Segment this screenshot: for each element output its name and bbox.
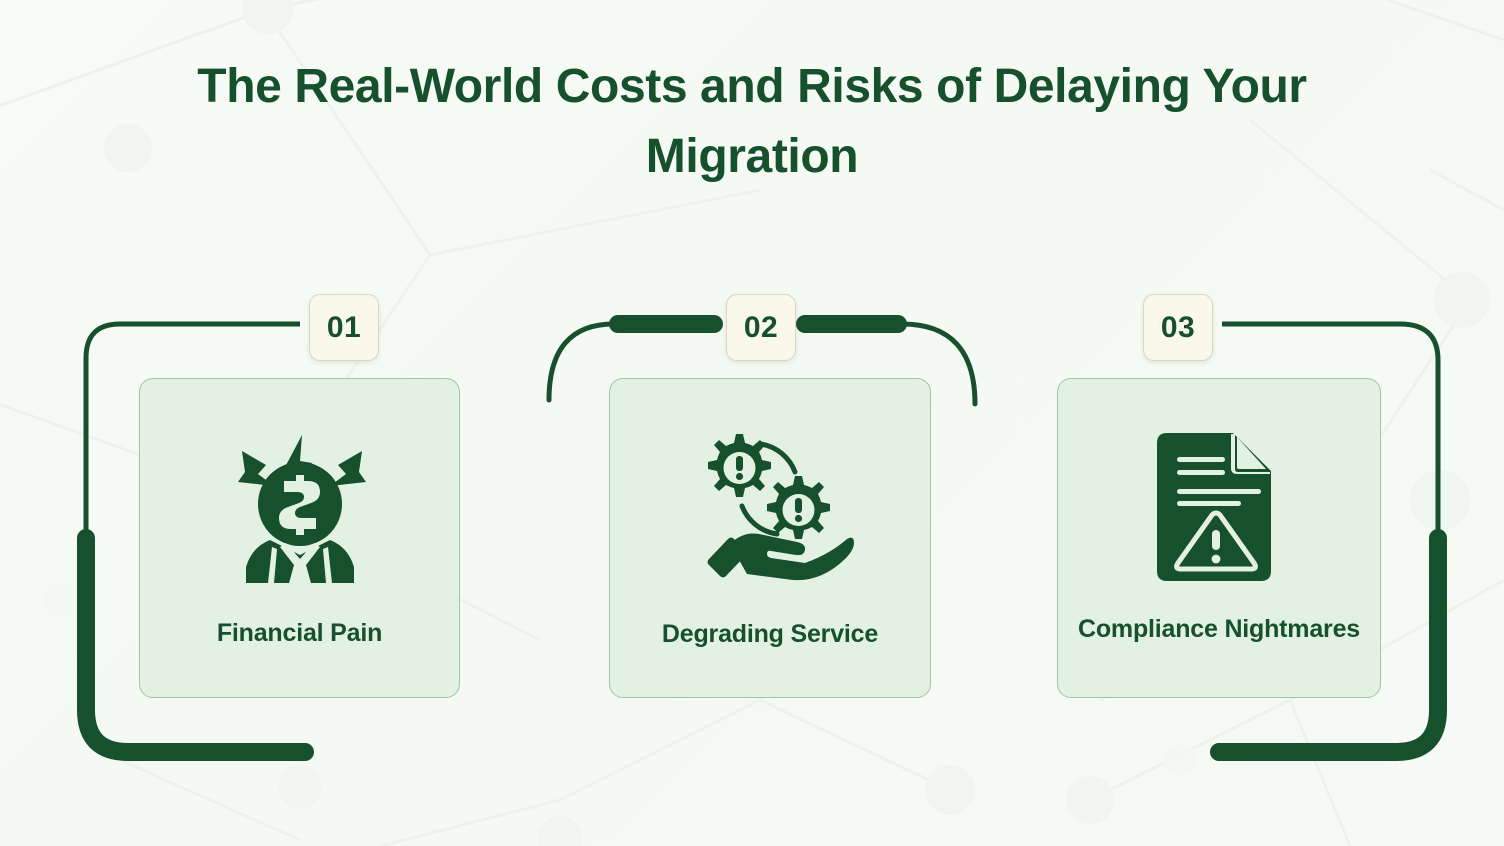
title-container: The Real-World Costs and Risks of Delayi…: [0, 52, 1504, 191]
step-badge-number: 02: [743, 310, 779, 344]
stressed-money-person-icon: [237, 434, 366, 583]
bracket-thin-2-left: [546, 321, 617, 403]
card-label: Compliance Nightmares: [1078, 614, 1360, 643]
card-label: Financial Pain: [216, 618, 383, 647]
step-badge-03[interactable]: 03: [1143, 294, 1213, 361]
step-badge-number: 01: [326, 310, 362, 344]
card-financial-pain[interactable]: Financial Pain: [139, 378, 460, 698]
card-compliance-nightmares[interactable]: Compliance Nightmares: [1057, 378, 1381, 698]
step-badge-02[interactable]: 02: [726, 294, 796, 361]
page-title: The Real-World Costs and Risks of Delayi…: [197, 60, 1307, 183]
card-label: Degrading Service: [661, 619, 879, 648]
step-badge-number: 03: [1160, 310, 1196, 344]
document-warning-icon: [1157, 432, 1271, 581]
gears-warning-hand-icon: [707, 433, 854, 580]
card-degrading-service[interactable]: Degrading Service: [609, 378, 931, 698]
step-badge-01[interactable]: 01: [309, 294, 379, 361]
